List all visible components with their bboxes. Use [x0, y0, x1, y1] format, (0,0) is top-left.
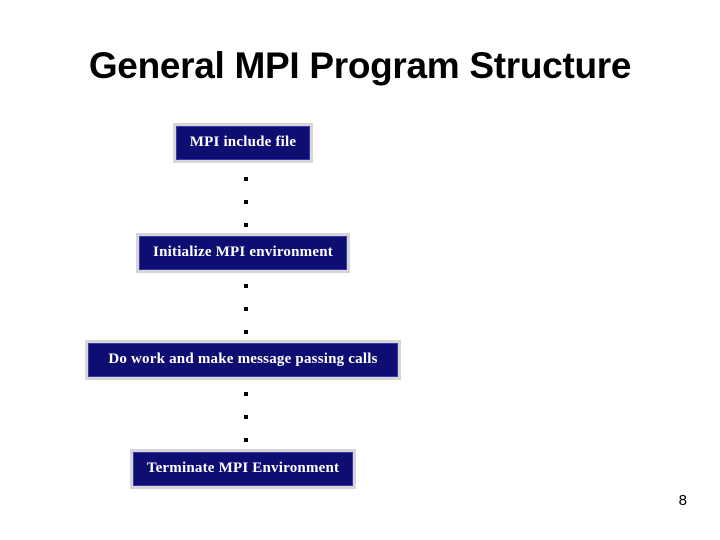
page-title: General MPI Program Structure — [88, 45, 632, 86]
dot-icon — [244, 284, 248, 288]
flow-box-initialize-mpi-environment: Initialize MPI environment — [136, 233, 350, 273]
page-number: 8 — [678, 492, 687, 509]
dot-icon — [244, 392, 248, 396]
dot-icon — [244, 223, 248, 227]
flow-box-terminate-mpi-environment: Terminate MPI Environment — [130, 449, 356, 489]
dot-icon — [244, 200, 248, 204]
dot-icon — [244, 438, 248, 442]
flow-box-mpi-include-file: MPI include file — [173, 123, 313, 163]
flow-box-do-work-and-make-message-passing-calls: Do work and make message passing calls — [85, 340, 401, 380]
dot-icon — [244, 177, 248, 181]
dot-icon — [244, 415, 248, 419]
dot-icon — [244, 330, 248, 334]
dot-icon — [244, 307, 248, 311]
